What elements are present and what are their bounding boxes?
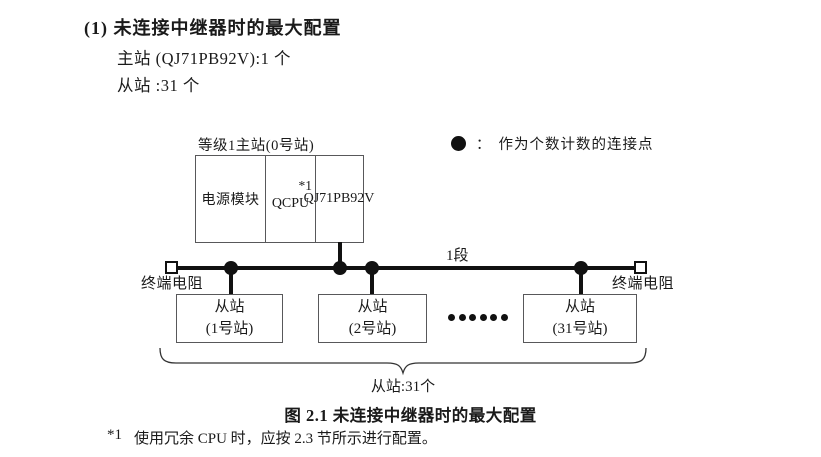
master-count-line: 主站 (QJ71PB92V):1 个 <box>117 49 292 68</box>
power-module-cell: 电源模块 <box>196 156 266 242</box>
segment-label: 1段 <box>446 248 469 264</box>
connection-point-dot <box>574 261 588 275</box>
terminating-resistor-icon <box>165 261 178 274</box>
slave-station-box-1: 从站 (1号站) <box>176 294 283 343</box>
figure-caption: 图 2.1 未连接中继器时的最大配置 <box>284 406 537 425</box>
brace-label: 从站:31个 <box>370 379 436 395</box>
slave-station-box-31: 从站 (31号站) <box>523 294 637 343</box>
qcpu-cell: *1 QCPU <box>266 156 316 242</box>
pb92v-line1: QJ71 <box>303 190 334 206</box>
legend-separator: ： <box>476 137 491 153</box>
slave31-number: (31号站) <box>552 320 608 337</box>
connection-point-dot <box>333 261 347 275</box>
master-drop-line <box>338 242 342 268</box>
connection-point-dot <box>365 261 379 275</box>
master-station-box: 电源模块 *1 QCPU QJ71 PB92V <box>195 155 375 243</box>
terminating-resistor-icon <box>634 261 647 274</box>
footnote-marker: *1 <box>107 427 122 443</box>
footnote-ref-marker: *1 <box>298 178 313 193</box>
terminator-label-left: 终端电阻 <box>141 276 204 292</box>
section-heading: (1) 未连接中继器时的最大配置 <box>84 18 342 38</box>
slave3-drop-line <box>579 268 583 295</box>
footnote: *1 使用冗余 CPU 时，应按 2.3 节所示进行配置。 <box>107 427 437 448</box>
brace-shape <box>159 347 647 376</box>
legend-label: 作为个数计数的连接点 <box>498 137 654 153</box>
slave-count-line: 从站 :31 个 <box>117 76 200 95</box>
slave-station-box-2: 从站 (2号站) <box>318 294 427 343</box>
slave1-number: (1号站) <box>205 320 254 337</box>
pb92v-line2: PB92V <box>333 190 375 206</box>
connection-point-dot <box>224 261 238 275</box>
master-station-label: 等级1主站(0号站) <box>198 138 315 154</box>
slave1-title: 从站 <box>214 298 245 315</box>
terminator-label-right: 终端电阻 <box>612 276 675 292</box>
legend: ： 作为个数计数的连接点 <box>451 133 654 154</box>
bus-line <box>177 266 635 270</box>
slave2-title: 从站 <box>357 298 388 315</box>
slave31-title: 从站 <box>564 298 595 315</box>
slave2-number: (2号站) <box>348 320 397 337</box>
qcpu-label: QCPU <box>271 196 310 211</box>
footnote-text: 使用冗余 CPU 时，应按 2.3 节所示进行配置。 <box>134 431 437 447</box>
slave2-drop-line <box>370 268 374 295</box>
ellipsis-dots <box>448 314 508 321</box>
connection-point-icon <box>451 136 466 151</box>
slave1-drop-line <box>229 268 233 295</box>
qj71pb92v-cell: QJ71 PB92V <box>304 156 375 242</box>
